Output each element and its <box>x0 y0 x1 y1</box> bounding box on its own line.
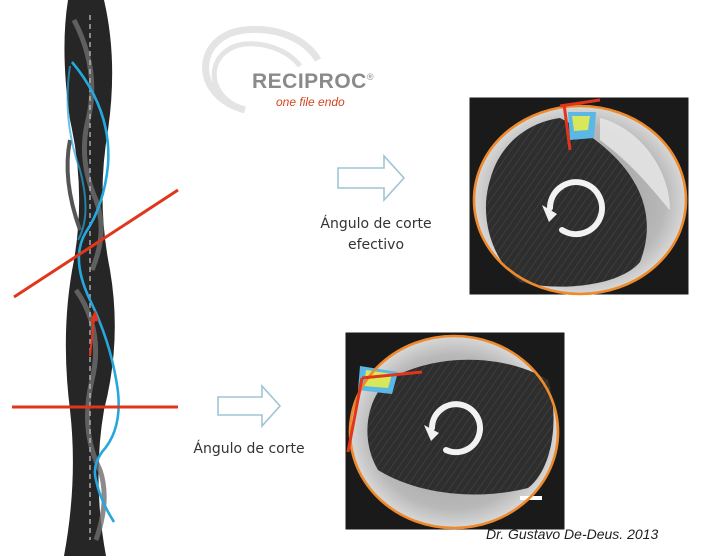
effective-cutting-angle-label: Ángulo de corte efectivo <box>296 214 456 256</box>
right-arrow-icon <box>218 386 280 426</box>
author-credit: Dr. Gustavo De-Deus. 2013 <box>486 526 658 542</box>
right-arrow-icon <box>338 156 404 200</box>
effective-cutting-angle-line1: Ángulo de corte <box>296 214 456 235</box>
reciproc-logo: RECIPROC® <box>252 70 374 94</box>
effective-cutting-angle-line2: efectivo <box>296 235 456 256</box>
cutting-angle-label: Ángulo de corte <box>170 439 328 460</box>
registered-mark: ® <box>367 72 374 82</box>
file-instrument <box>64 0 115 556</box>
logo-brand: RECIPROC <box>252 70 367 93</box>
logo-tagline: one file endo <box>276 95 345 109</box>
